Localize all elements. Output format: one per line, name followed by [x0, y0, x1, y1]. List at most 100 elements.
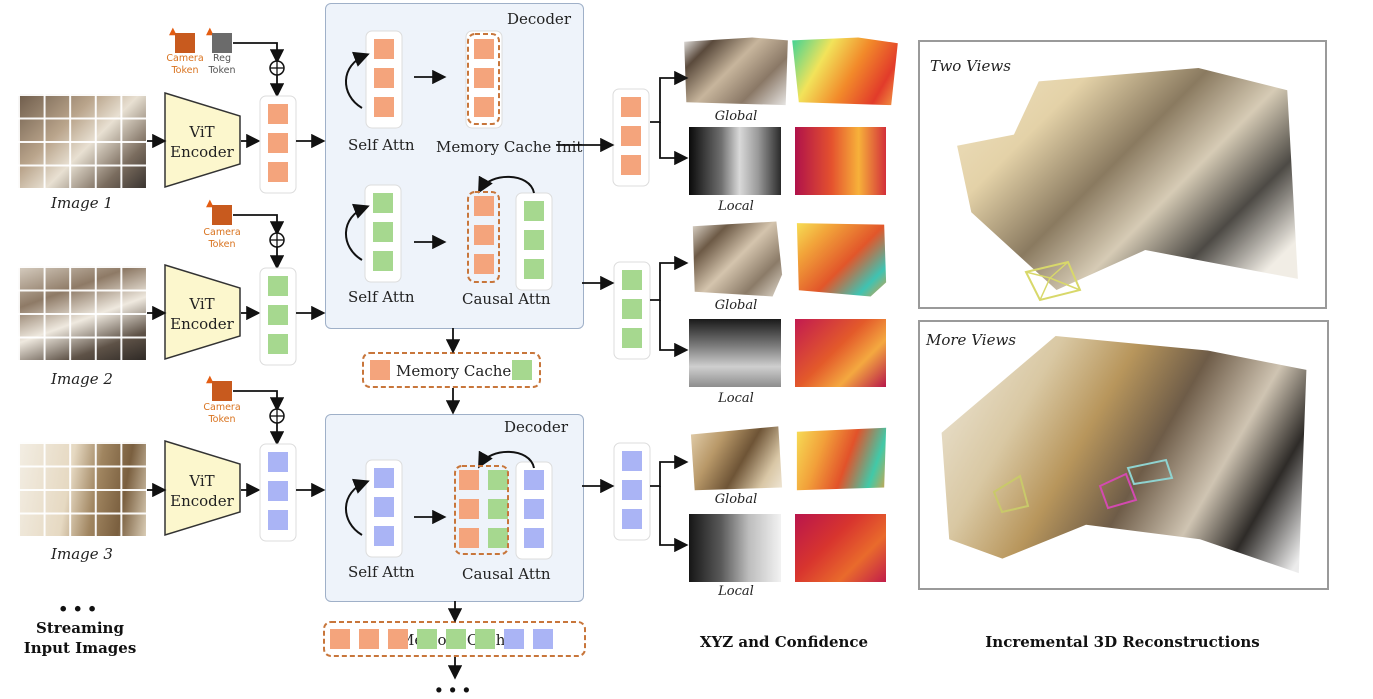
streaming-title-line1: Streaming — [36, 619, 124, 637]
global-conf-2 — [796, 223, 887, 297]
camera-token-label-3b: Token — [208, 414, 236, 425]
reg-token-label-b: Token — [208, 65, 236, 76]
camera-token-label-1b: Token — [171, 65, 199, 76]
decoder-output-1-token — [621, 126, 641, 146]
local-conf-1 — [795, 127, 886, 195]
decoder-output-1-token — [621, 97, 641, 117]
encoder-output-1-token — [268, 104, 288, 124]
image-3-caption: Image 3 — [51, 545, 113, 563]
flame-icon: ▲ — [169, 26, 177, 37]
two-views-label: Two Views — [930, 57, 1011, 75]
self-attn-label-1: Self Attn — [348, 136, 415, 154]
local-conf-2 — [795, 319, 886, 387]
global-caption-3: Global — [714, 492, 758, 507]
global-xyz-1 — [684, 37, 788, 106]
causal-attn-label-1: Causal Attn — [462, 290, 551, 308]
global-caption-2: Global — [714, 298, 758, 313]
local-caption-3: Local — [718, 584, 754, 599]
global-xyz-3 — [690, 426, 783, 491]
memory-cache-init-label: Memory Cache Init — [436, 138, 583, 156]
flame-icon: ▲ — [206, 198, 214, 209]
local-caption-2: Local — [718, 391, 754, 406]
local-depth-1 — [689, 127, 781, 195]
encoder-output-2-container — [259, 267, 297, 366]
encoder-output-2-token — [268, 276, 288, 296]
decoder-title-2: Decoder — [504, 418, 568, 436]
decoder-output-3-token — [622, 480, 642, 500]
recon-two-views-cloud — [957, 68, 1298, 290]
causal-attn-label-2: Causal Attn — [462, 565, 551, 583]
camera-token-label-2a: Camera — [203, 227, 241, 238]
encoder-label-3a: ViT — [188, 472, 214, 490]
decoder-panel-1 — [325, 3, 584, 329]
camera-token-square-1 — [175, 33, 195, 53]
encoder-output-3-token — [268, 510, 288, 530]
image-2-caption: Image 2 — [51, 370, 113, 388]
decoder-output-1-container — [612, 88, 650, 187]
decoder-output-2-container — [613, 261, 651, 360]
camera-token-square-2 — [212, 205, 232, 225]
encoder-output-3-container — [259, 443, 297, 542]
vit-encoder-3 — [164, 439, 241, 537]
decoder-output-2-token — [622, 270, 642, 290]
global-xyz-2 — [692, 221, 783, 297]
memory-cache-label-2: Memory Cache — [399, 631, 515, 649]
decoder-output-2-token — [622, 328, 642, 348]
recon-more-views-cloud — [941, 336, 1307, 574]
xyz-confidence-title: XYZ and Confidence — [699, 633, 869, 651]
memory-cache-1-token — [512, 360, 532, 380]
local-conf-3 — [795, 514, 886, 582]
camera-token-label-1a: Camera — [166, 53, 204, 64]
decoder-output-1-token — [621, 155, 641, 175]
local-depth-3 — [689, 514, 781, 582]
recon-more-views-panel — [918, 320, 1329, 590]
reg-token-square — [212, 33, 232, 53]
input-image-1 — [18, 94, 146, 188]
memory-cache-2-token — [533, 629, 553, 649]
more-views-label: More Views — [926, 331, 1016, 349]
input-image-2 — [18, 266, 146, 360]
memory-cache-2-token — [359, 629, 379, 649]
bottom-ellipsis: ... — [434, 666, 476, 699]
decoder-output-3-container — [613, 442, 651, 541]
input-ellipsis: ... — [58, 584, 102, 619]
flame-icon: ▲ — [206, 26, 214, 37]
global-conf-1 — [792, 37, 898, 106]
memory-cache-1-token — [370, 360, 390, 380]
incremental-recon-title: Incremental 3D Reconstructions — [985, 633, 1260, 651]
encoder-label-3b: Encoder — [170, 492, 235, 510]
decoder-title-1: Decoder — [507, 10, 571, 28]
self-attn-label-2: Self Attn — [348, 288, 415, 306]
encoder-label-2b: Encoder — [170, 315, 235, 333]
local-caption-1: Local — [718, 199, 754, 214]
vit-encoder-1 — [164, 91, 241, 189]
encoder-output-3-token — [268, 481, 288, 501]
image-1-caption: Image 1 — [51, 194, 113, 212]
memory-cache-2-token — [330, 629, 350, 649]
input-image-3 — [18, 442, 146, 536]
encoder-output-1-token — [268, 162, 288, 182]
encoder-label-1a: ViT — [188, 123, 214, 141]
global-caption-1: Global — [714, 109, 758, 124]
local-depth-2 — [689, 319, 781, 387]
encoder-output-1-token — [268, 133, 288, 153]
decoder-output-2-token — [622, 299, 642, 319]
encoder-output-2-token — [268, 305, 288, 325]
encoder-label-1b: Encoder — [170, 143, 235, 161]
flame-icon: ▲ — [206, 374, 214, 385]
global-conf-3 — [796, 427, 887, 491]
recon-two-views-panel — [918, 40, 1327, 309]
encoder-output-3-token — [268, 452, 288, 472]
encoder-label-2a: ViT — [188, 295, 214, 313]
streaming-title-line2: Input Images — [23, 639, 137, 657]
self-attn-label-3: Self Attn — [348, 563, 415, 581]
camera-token-square-3 — [212, 381, 232, 401]
encoder-output-1-container — [259, 95, 297, 194]
decoder-output-3-token — [622, 509, 642, 529]
vit-encoder-2 — [164, 263, 241, 361]
camera-token-label-3a: Camera — [203, 402, 241, 413]
camera-token-label-2b: Token — [208, 239, 236, 250]
encoder-output-2-token — [268, 334, 288, 354]
decoder-output-3-token — [622, 451, 642, 471]
